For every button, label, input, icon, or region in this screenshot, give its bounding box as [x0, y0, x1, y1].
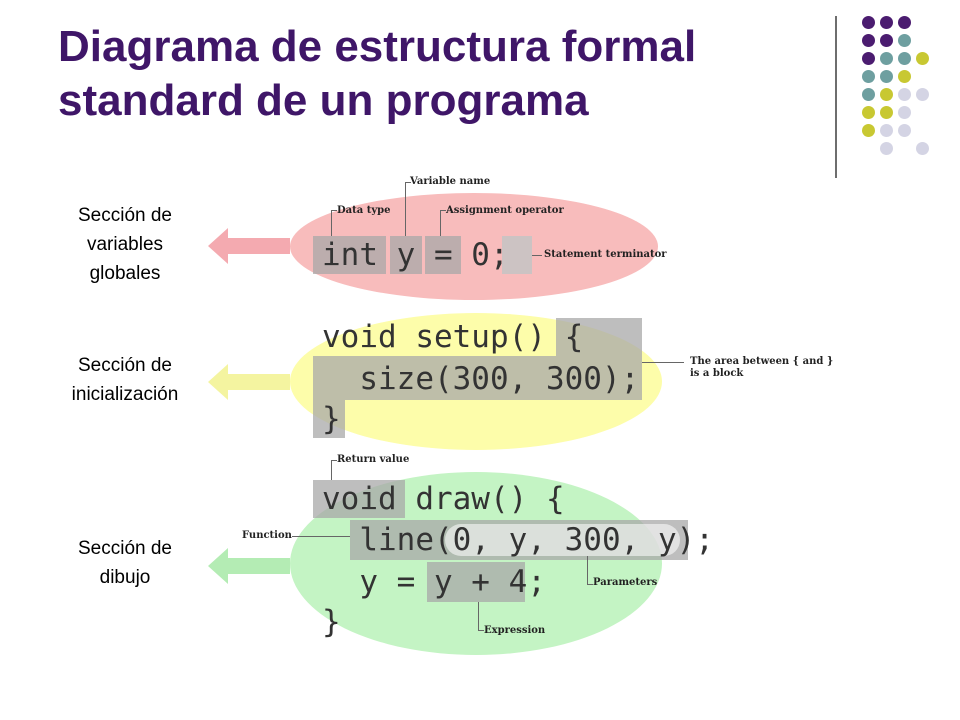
page-title: Diagrama de estructura formal standard d… — [58, 20, 828, 128]
decorative-dot — [880, 142, 893, 155]
annotation-assignment-operator: Assignment operator — [446, 205, 564, 216]
parameters-highlight — [445, 524, 680, 556]
leader-line — [292, 536, 350, 537]
section-label-init: Sección de inicialización — [71, 355, 179, 405]
decorative-dot — [880, 124, 893, 137]
code-line-global-declaration: int y = 0; — [322, 237, 509, 273]
decorative-dot — [898, 106, 911, 119]
annotation-data-type: Data type — [337, 205, 391, 216]
code-line-draw-signature: void draw() { — [322, 481, 565, 517]
title-divider — [835, 16, 837, 178]
decorative-dot — [916, 88, 929, 101]
decorative-dot — [898, 70, 911, 83]
decorative-dot — [898, 16, 911, 29]
annotation-return-value: Return value — [337, 454, 410, 465]
arrow-left-icon — [208, 228, 290, 264]
decorative-dot — [916, 52, 929, 65]
title-line-2: standard de un programa — [58, 76, 589, 125]
assignment-operator-highlight — [425, 236, 461, 274]
return-value-highlight — [313, 480, 405, 518]
annotation-function: Function — [242, 530, 292, 541]
block-brace-highlight — [556, 318, 642, 356]
decorative-dot — [880, 70, 893, 83]
leader-line — [587, 584, 593, 585]
leader-line — [331, 460, 337, 461]
decorative-dot — [880, 52, 893, 65]
decorative-dot — [862, 16, 875, 29]
decorative-dot — [862, 88, 875, 101]
decorative-dot — [862, 70, 875, 83]
decorative-dot — [880, 34, 893, 47]
leader-line — [331, 210, 332, 236]
decorative-dot — [898, 34, 911, 47]
leader-line — [440, 210, 446, 211]
annotation-parameters: Parameters — [593, 577, 658, 588]
decorative-dot — [862, 34, 875, 47]
code-line-setup-signature: void setup() { — [322, 319, 584, 355]
section-label-draw: Sección de dibujo — [77, 538, 172, 588]
decorative-dot — [880, 88, 893, 101]
decorative-dot — [880, 106, 893, 119]
leader-line — [587, 556, 588, 584]
data-type-highlight — [313, 236, 386, 274]
title-line-1: Diagrama de estructura formal — [58, 22, 697, 71]
statement-terminator-highlight — [502, 236, 532, 274]
decorative-dot — [898, 124, 911, 137]
code-line-draw-increment: y = y + 4; — [322, 564, 546, 600]
annotation-variable-name: Variable name — [410, 176, 491, 187]
decorative-dot — [862, 106, 875, 119]
leader-line — [440, 210, 441, 236]
annotation-expression: Expression — [484, 625, 546, 636]
annotation-statement-terminator: Statement terminator — [544, 249, 667, 260]
decorative-dot — [880, 16, 893, 29]
leader-line — [331, 210, 337, 211]
code-line-draw-line: line(0, y, 300, y); — [322, 522, 714, 558]
code-line-setup-size: size(300, 300); — [322, 361, 640, 397]
leader-line — [532, 255, 542, 256]
code-line-draw-close: } — [322, 604, 341, 640]
variable-name-highlight — [390, 236, 422, 274]
block-close-highlight — [313, 400, 345, 438]
decorative-dot — [898, 88, 911, 101]
decorative-dot — [898, 52, 911, 65]
leader-line — [478, 602, 479, 630]
decorative-dot — [862, 124, 875, 137]
code-line-setup-close: } — [322, 401, 341, 437]
decorative-dot — [916, 142, 929, 155]
expression-highlight — [427, 562, 525, 602]
block-body-highlight — [313, 356, 642, 400]
arrow-left-icon — [208, 548, 290, 584]
decorative-dot — [862, 52, 875, 65]
leader-line — [405, 182, 411, 183]
section-label-globals: Sección de variables globales — [77, 205, 172, 284]
leader-line — [331, 460, 332, 480]
leader-line — [478, 630, 484, 631]
leader-line — [405, 182, 406, 236]
leader-line — [642, 362, 684, 363]
annotation-block: The area between { and } is a block — [690, 356, 834, 379]
arrow-left-icon — [208, 364, 290, 400]
